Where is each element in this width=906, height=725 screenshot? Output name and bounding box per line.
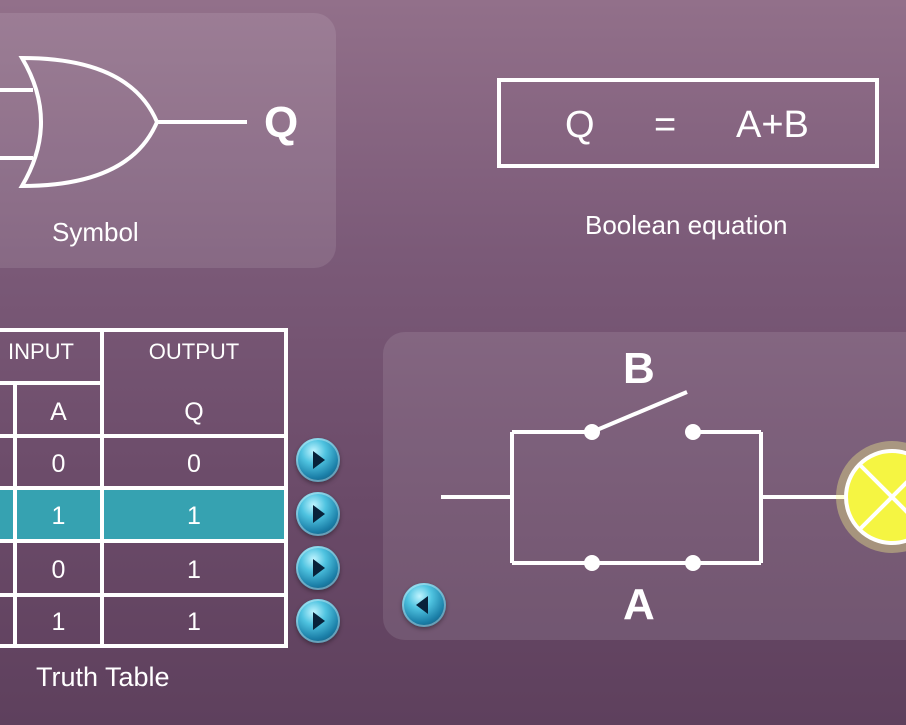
- col-q-header: Q: [184, 398, 204, 426]
- row3-q: 1: [187, 556, 201, 584]
- circuit-panel: [383, 332, 906, 640]
- symbol-caption: Symbol: [52, 217, 139, 247]
- row2-q: 1: [187, 502, 201, 530]
- equation-equals: =: [654, 104, 677, 146]
- row1-q: 0: [187, 450, 201, 478]
- symbol-output-label: Q: [264, 98, 299, 147]
- row1-play-button[interactable]: [296, 438, 340, 482]
- row4-a: 1: [51, 608, 66, 636]
- equation-lhs: Q: [565, 104, 595, 146]
- lamp-icon: [836, 441, 906, 553]
- truth-table-caption: Truth Table: [36, 662, 170, 692]
- back-button[interactable]: [402, 583, 446, 627]
- highlight-row: [0, 489, 286, 540]
- symbol-panel: [0, 13, 336, 268]
- col-a-header: A: [50, 398, 67, 426]
- row4-play-button[interactable]: [296, 599, 340, 643]
- switch-b-contact-left: [584, 424, 600, 440]
- row4-q: 1: [187, 608, 201, 636]
- switch-b-lever: [591, 390, 688, 434]
- equation-rhs: A+B: [736, 104, 809, 146]
- row2-a: 1: [51, 502, 66, 530]
- equation-box: [497, 78, 879, 168]
- row3-play-button[interactable]: [296, 546, 340, 590]
- switch-b-contact-right: [685, 424, 701, 440]
- row1-a: 0: [51, 450, 66, 478]
- output-header: OUTPUT: [148, 339, 240, 364]
- switch-b-label: B: [623, 344, 655, 393]
- or-gate-body: [18, 55, 160, 189]
- switch-a-contact-right: [685, 555, 701, 571]
- switch-a-label: A: [623, 580, 655, 629]
- input-header: INPUT: [8, 339, 74, 364]
- row2-play-button[interactable]: [296, 492, 340, 536]
- switch-a-contact-left: [584, 555, 600, 571]
- row3-a: 0: [51, 556, 66, 584]
- equation-caption: Boolean equation: [585, 210, 788, 240]
